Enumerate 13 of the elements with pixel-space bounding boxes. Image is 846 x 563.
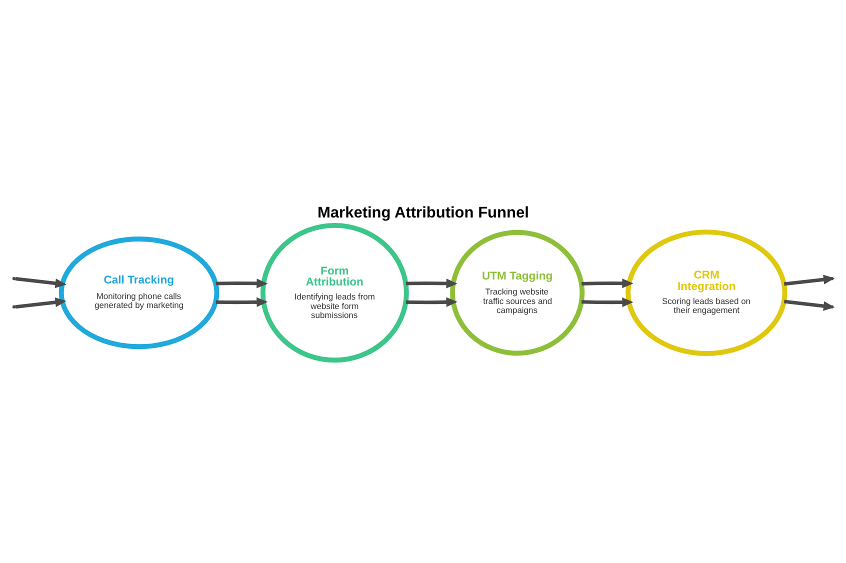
arrow [216, 278, 268, 288]
arrow [15, 277, 66, 288]
node-circle: UTM Tagging Tracking website traffic sources and campaigns [450, 230, 585, 356]
arrow [15, 297, 66, 309]
node-ellipse: Call Tracking Monitoring phone calls generated by marketing [58, 236, 220, 350]
arrow [582, 297, 634, 308]
arrow [582, 278, 634, 288]
diagram-title: Marketing Attribution Funnel [317, 204, 529, 222]
node-circle: Form Attribution Identifying leads from website form submissions [260, 222, 409, 363]
arrow [406, 278, 458, 288]
arrow [216, 297, 268, 307]
arrow [406, 297, 458, 307]
node-ellipse: CRM Integration Scoring leads based on their engagement [626, 230, 788, 356]
